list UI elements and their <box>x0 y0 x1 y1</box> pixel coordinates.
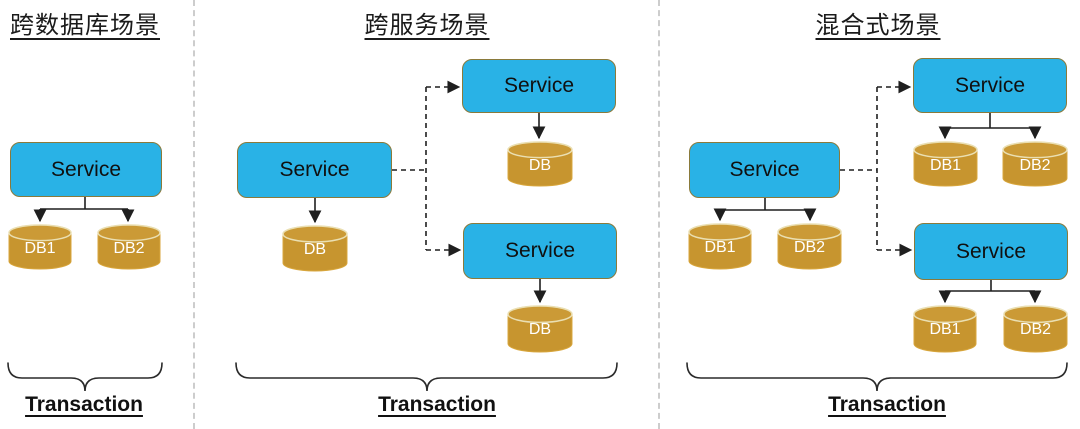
section3-bottom-db2-cylinder: DB2 <box>1003 305 1068 353</box>
db-label: DB1 <box>929 321 961 338</box>
database-cylinder-icon <box>913 141 978 187</box>
section3-root-db1-cylinder: DB1 <box>688 223 752 270</box>
section3-top-db1-cylinder: DB1 <box>913 141 978 187</box>
section2-bottom-db-cylinder: DB <box>507 305 573 353</box>
section2-title: 跨服务场景 <box>364 12 490 39</box>
section1-transaction-label: Transaction <box>25 393 143 416</box>
section3-title: 混合式场景 <box>815 12 941 39</box>
database-cylinder-icon <box>688 223 752 270</box>
section2-bottom-service-box: Service <box>463 223 617 279</box>
db-label: DB2 <box>793 239 826 256</box>
section3-root-db2-cylinder: DB2 <box>777 223 842 270</box>
section2-top-service-box: Service <box>462 59 616 113</box>
db-label: DB <box>303 241 327 258</box>
section1-service-box: Service <box>10 142 162 197</box>
database-cylinder-icon <box>1003 305 1068 353</box>
database-cylinder-icon <box>777 223 842 270</box>
database-cylinder-icon <box>507 305 573 353</box>
database-cylinder-icon <box>282 225 348 272</box>
database-cylinder-icon <box>913 305 977 353</box>
section-divider-1 <box>193 0 195 429</box>
section2-brace <box>235 362 618 392</box>
db-label: DB <box>528 321 552 338</box>
section2-connectors <box>308 80 547 304</box>
db-label: DB1 <box>24 240 56 257</box>
section3-root-service-box: Service <box>689 142 840 198</box>
database-cylinder-icon <box>97 224 161 270</box>
db-label: DB2 <box>1019 321 1052 338</box>
section2-root-db-cylinder: DB <box>282 225 348 272</box>
section2-root-service-box: Service <box>237 142 392 198</box>
section-divider-2 <box>658 0 660 429</box>
section1-connectors <box>33 197 135 223</box>
section2-transaction-label: Transaction <box>378 393 496 416</box>
section3-top-db2-cylinder: DB2 <box>1002 141 1068 187</box>
database-cylinder-icon <box>8 224 72 270</box>
db-label: DB2 <box>113 240 145 257</box>
database-cylinder-icon <box>507 141 573 187</box>
section3-bottom-db1-cylinder: DB1 <box>913 305 977 353</box>
section3-top-service-box: Service <box>913 58 1067 113</box>
db-label: DB2 <box>1019 157 1051 174</box>
db-label: DB1 <box>929 157 962 174</box>
db-label: DB1 <box>704 239 736 256</box>
section1-title: 跨数据库场景 <box>10 12 160 39</box>
section3-transaction-label: Transaction <box>828 393 946 416</box>
database-cylinder-icon <box>1002 141 1068 187</box>
section1-db2-cylinder: DB2 <box>97 224 161 270</box>
section3-brace <box>686 362 1068 392</box>
section1-brace <box>7 362 163 392</box>
db-label: DB <box>528 157 552 174</box>
section2-top-db-cylinder: DB <box>507 141 573 187</box>
section3-connectors <box>713 80 1042 304</box>
section3-bottom-service-box: Service <box>914 223 1068 280</box>
transaction-braces <box>7 362 1068 392</box>
section1-db1-cylinder: DB1 <box>8 224 72 270</box>
